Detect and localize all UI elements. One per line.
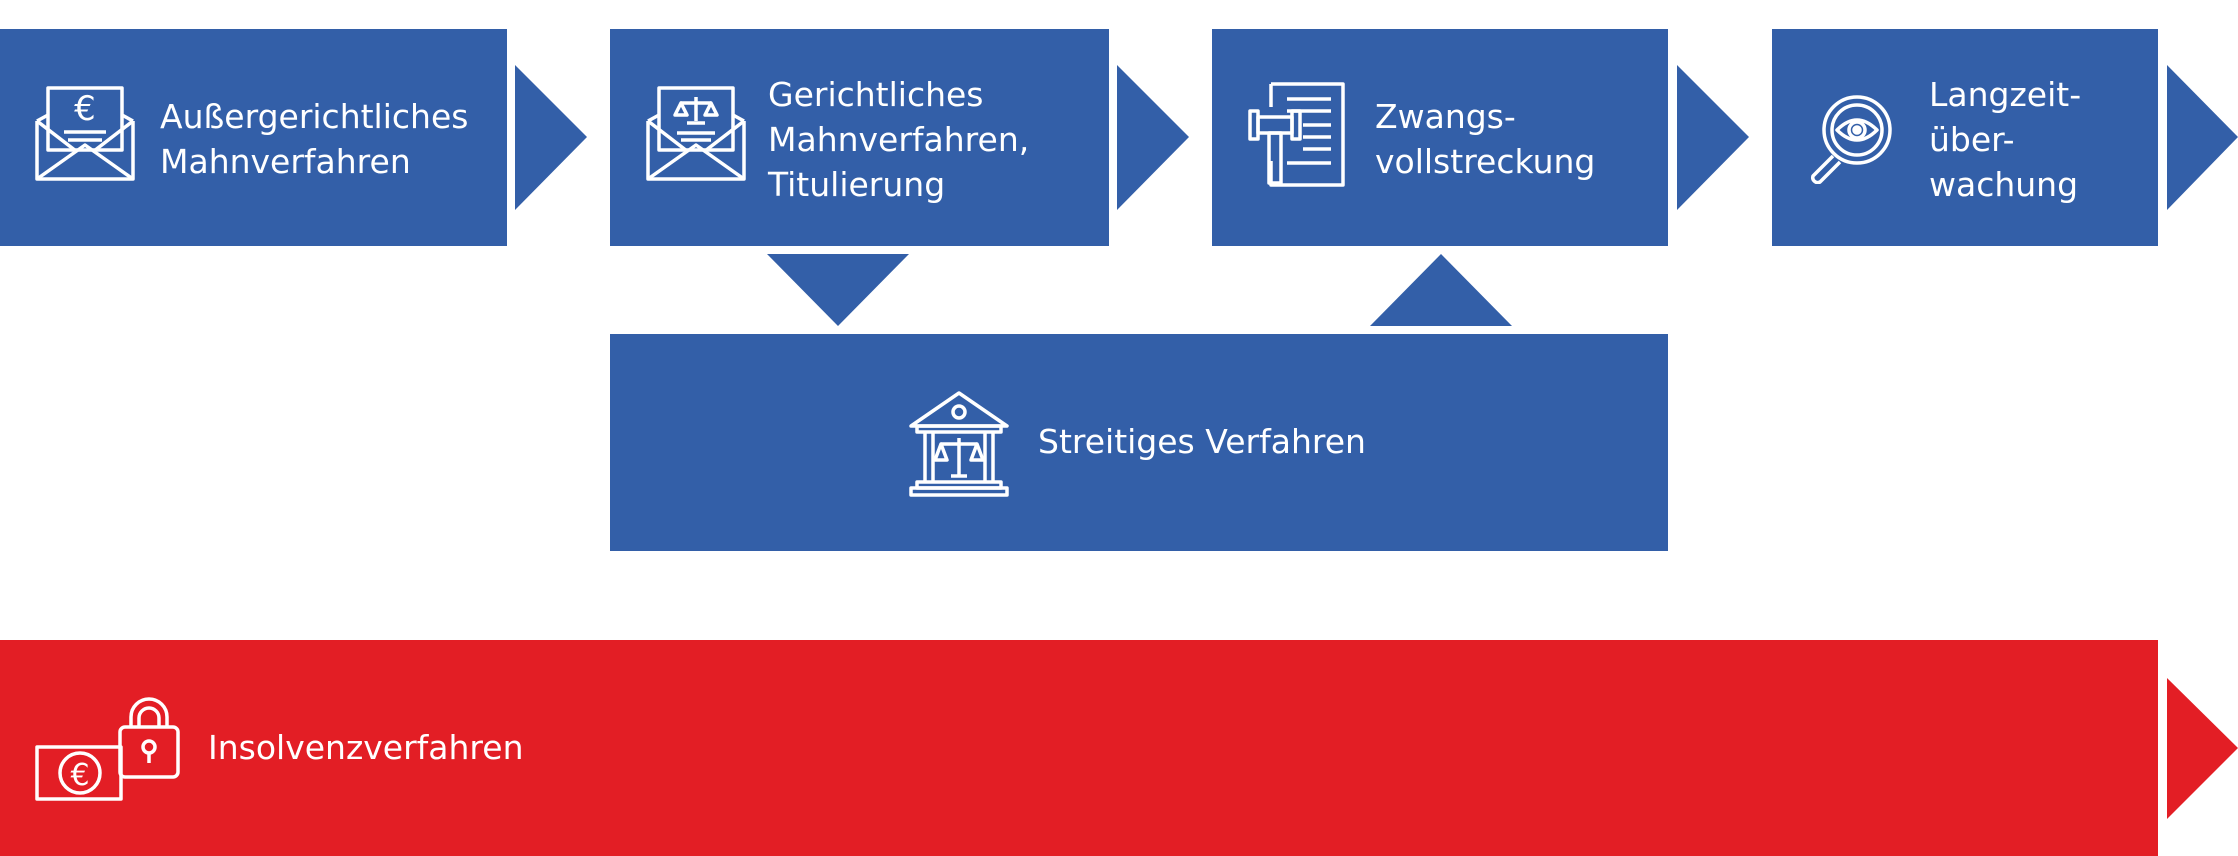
svg-text:€: € [70, 758, 89, 793]
arrow-right-icon [1117, 65, 1189, 210]
insolvency-label: Insolvenzverfahren [208, 728, 524, 767]
money-lock-icon: € [34, 695, 184, 803]
arrow-down-icon [767, 254, 909, 326]
envelope-scales-icon [645, 85, 747, 183]
arrow-right-icon [515, 65, 587, 210]
step-box-zwangsvollstreckung: Zwangs- vollstreckung [1212, 29, 1668, 246]
step-box-aussergerichtliches-mahnverfahren: € Außergerichtliches Mahnverfahren [0, 29, 507, 246]
courthouse-scales-icon [907, 390, 1011, 498]
gavel-document-icon [1247, 81, 1349, 189]
arrow-up-icon [1370, 254, 1512, 326]
arrow-right-icon [1677, 65, 1749, 210]
step-box-gerichtliches-mahnverfahren: Gerichtliches Mahnverfahren, Titulierung [610, 29, 1109, 246]
arrow-right-icon [2167, 65, 2238, 210]
branch-label: Streitiges Verfahren [1038, 422, 1366, 461]
step-box-langzeitueberwachung: Langzeit- über- wachung [1772, 29, 2158, 246]
svg-text:€: € [74, 89, 96, 129]
magnifier-eye-icon [1807, 94, 1893, 184]
step-label: Langzeit- über- wachung [1929, 75, 2082, 204]
insolvency-bar: € Insolvenzverfahren [0, 640, 2158, 856]
envelope-euro-icon: € [34, 85, 136, 183]
step-label: Außergerichtliches Mahnverfahren [160, 97, 469, 181]
step-label: Zwangs- vollstreckung [1375, 97, 1596, 181]
arrow-right-icon [2167, 678, 2238, 819]
branch-box-streitiges-verfahren: Streitiges Verfahren [610, 334, 1668, 551]
step-label: Gerichtliches Mahnverfahren, Titulierung [768, 75, 1030, 204]
